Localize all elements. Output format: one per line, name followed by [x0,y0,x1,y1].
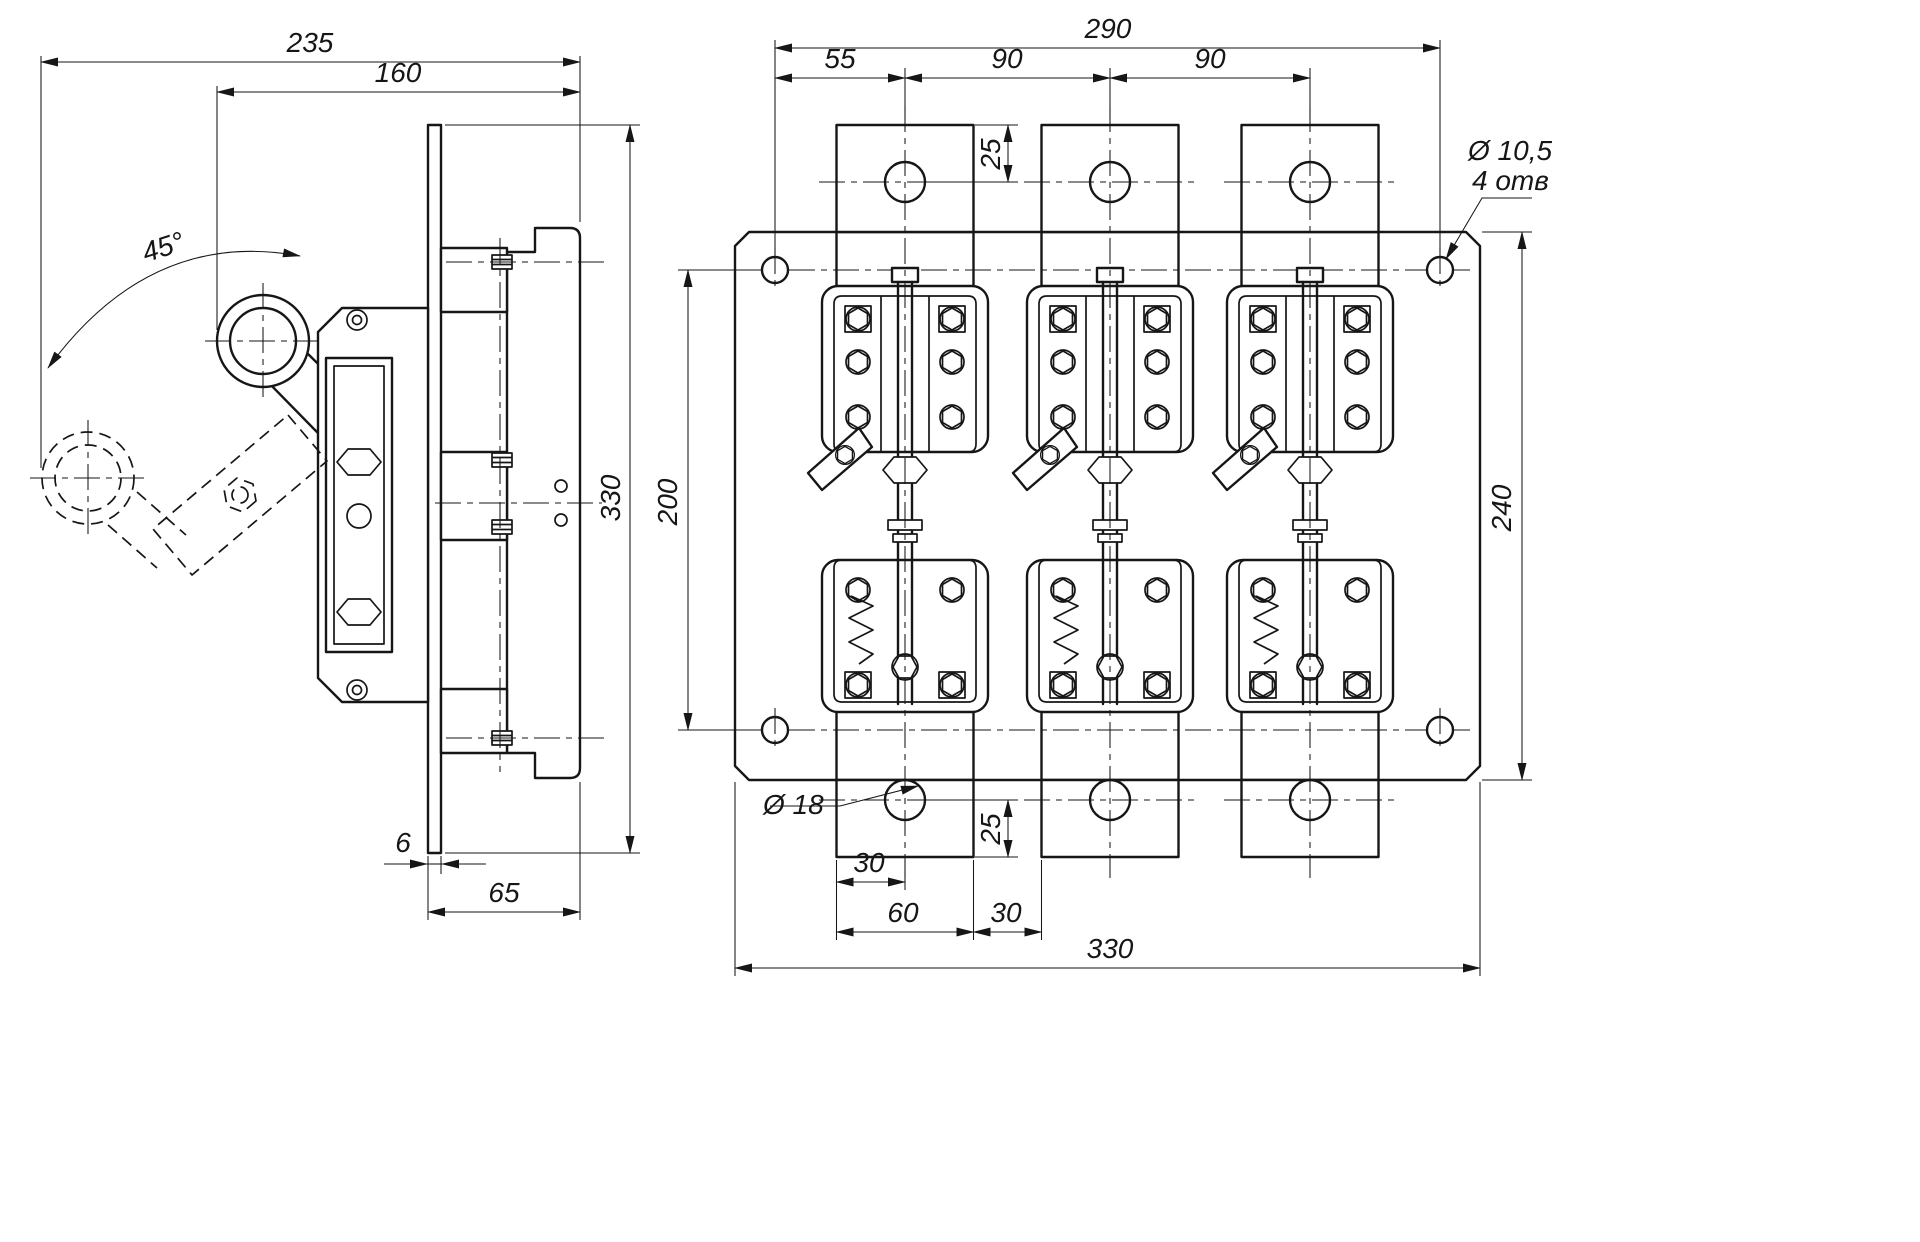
dim-label-200: 200 [652,478,683,526]
dim-label-30-hole: 30 [853,847,885,878]
dim-label-240: 240 [1486,484,1517,532]
note-mount-hole-qty: 4 отв [1472,165,1549,196]
dim-label-235: 235 [286,27,334,58]
insulator-base [435,226,604,780]
dim-label-90-right: 90 [1194,43,1226,74]
dim-label-60: 60 [887,897,919,928]
dim-label-25-top: 25 [975,138,1006,171]
dim-label-65: 65 [488,877,520,908]
side-view: 235 160 45° 330 6 65 [30,27,640,920]
phantom-handle-45deg [30,414,328,576]
mounting-panel [426,123,443,855]
front-view-dimensions: 290 55 90 90 25 200 240 Ø 10,5 4 отв [652,13,1552,976]
dim-label-330-front: 330 [1087,933,1134,964]
dim-label-25-bottom: 25 [975,813,1006,846]
front-view: 290 55 90 90 25 200 240 Ø 10,5 4 отв [652,13,1552,976]
dim-label-290: 290 [1084,13,1132,44]
note-mount-hole-dia: Ø 10,5 [1467,135,1552,166]
dim-label-30-gap: 30 [990,897,1022,928]
dim-label-160: 160 [375,57,422,88]
dim-label-55: 55 [824,43,856,74]
dim-label-90-left: 90 [991,43,1023,74]
dim-label-330-side: 330 [595,474,626,521]
note-terminal-hole-dia: Ø 18 [762,789,824,820]
mechanism-bracket [316,306,430,704]
dim-label-6: 6 [395,827,411,858]
